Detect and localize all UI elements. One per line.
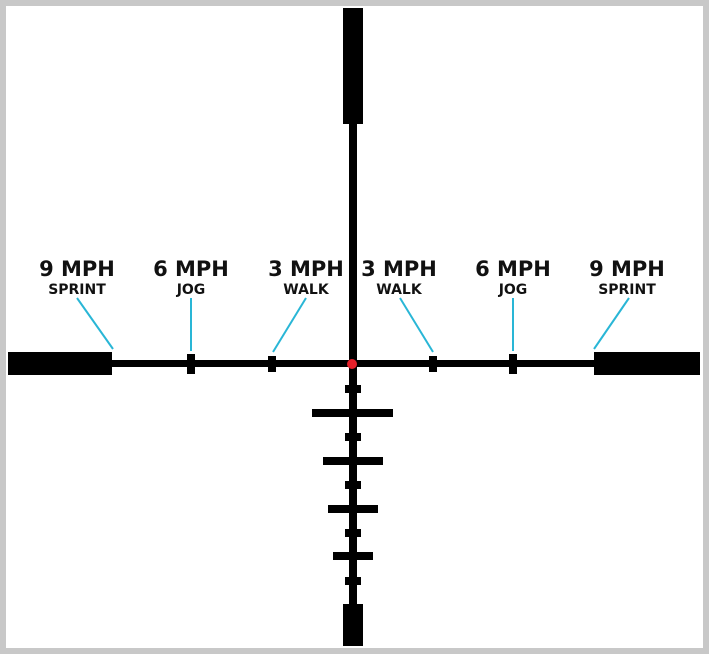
drop-bar-4 — [333, 552, 373, 560]
drop-bar-1 — [312, 409, 393, 417]
leader-lines — [76, 297, 630, 353]
center-dot — [347, 359, 357, 369]
leader-left-9 — [76, 297, 114, 350]
right-post — [594, 352, 700, 375]
label-right-3-activity: WALK — [376, 282, 423, 298]
tick-right-6 — [509, 354, 517, 374]
label-left-9-speed: 9 MPH — [39, 257, 115, 281]
label-right-6-activity: JOG — [498, 282, 528, 298]
drop-bar-2 — [323, 457, 383, 465]
label-right-9-speed: 9 MPH — [589, 257, 665, 281]
bottom-post — [343, 604, 363, 646]
drop-bar-3 — [328, 505, 378, 513]
label-left-9-activity: SPRINT — [48, 282, 106, 298]
drop-dot-3 — [345, 481, 361, 489]
label-right-9-activity: SPRINT — [598, 282, 656, 298]
tick-left-3 — [268, 356, 276, 372]
drop-dot-1 — [345, 385, 361, 393]
leader-right-9 — [593, 297, 630, 350]
left-post — [8, 352, 112, 375]
label-left-3-speed: 3 MPH — [268, 257, 344, 281]
drop-dot-5 — [345, 577, 361, 585]
tick-left-6 — [187, 354, 195, 374]
drop-dot-2 — [345, 433, 361, 441]
tick-right-3 — [429, 356, 437, 372]
label-left-6-activity: JOG — [176, 282, 206, 298]
leader-left-3 — [272, 297, 307, 353]
label-right-3-speed: 3 MPH — [361, 257, 437, 281]
leader-right-3 — [399, 297, 434, 353]
label-left-3-activity: WALK — [283, 282, 330, 298]
top-post — [343, 8, 363, 124]
drop-dot-4 — [345, 529, 361, 537]
label-right-6-speed: 6 MPH — [475, 257, 551, 281]
label-left-6-speed: 6 MPH — [153, 257, 229, 281]
